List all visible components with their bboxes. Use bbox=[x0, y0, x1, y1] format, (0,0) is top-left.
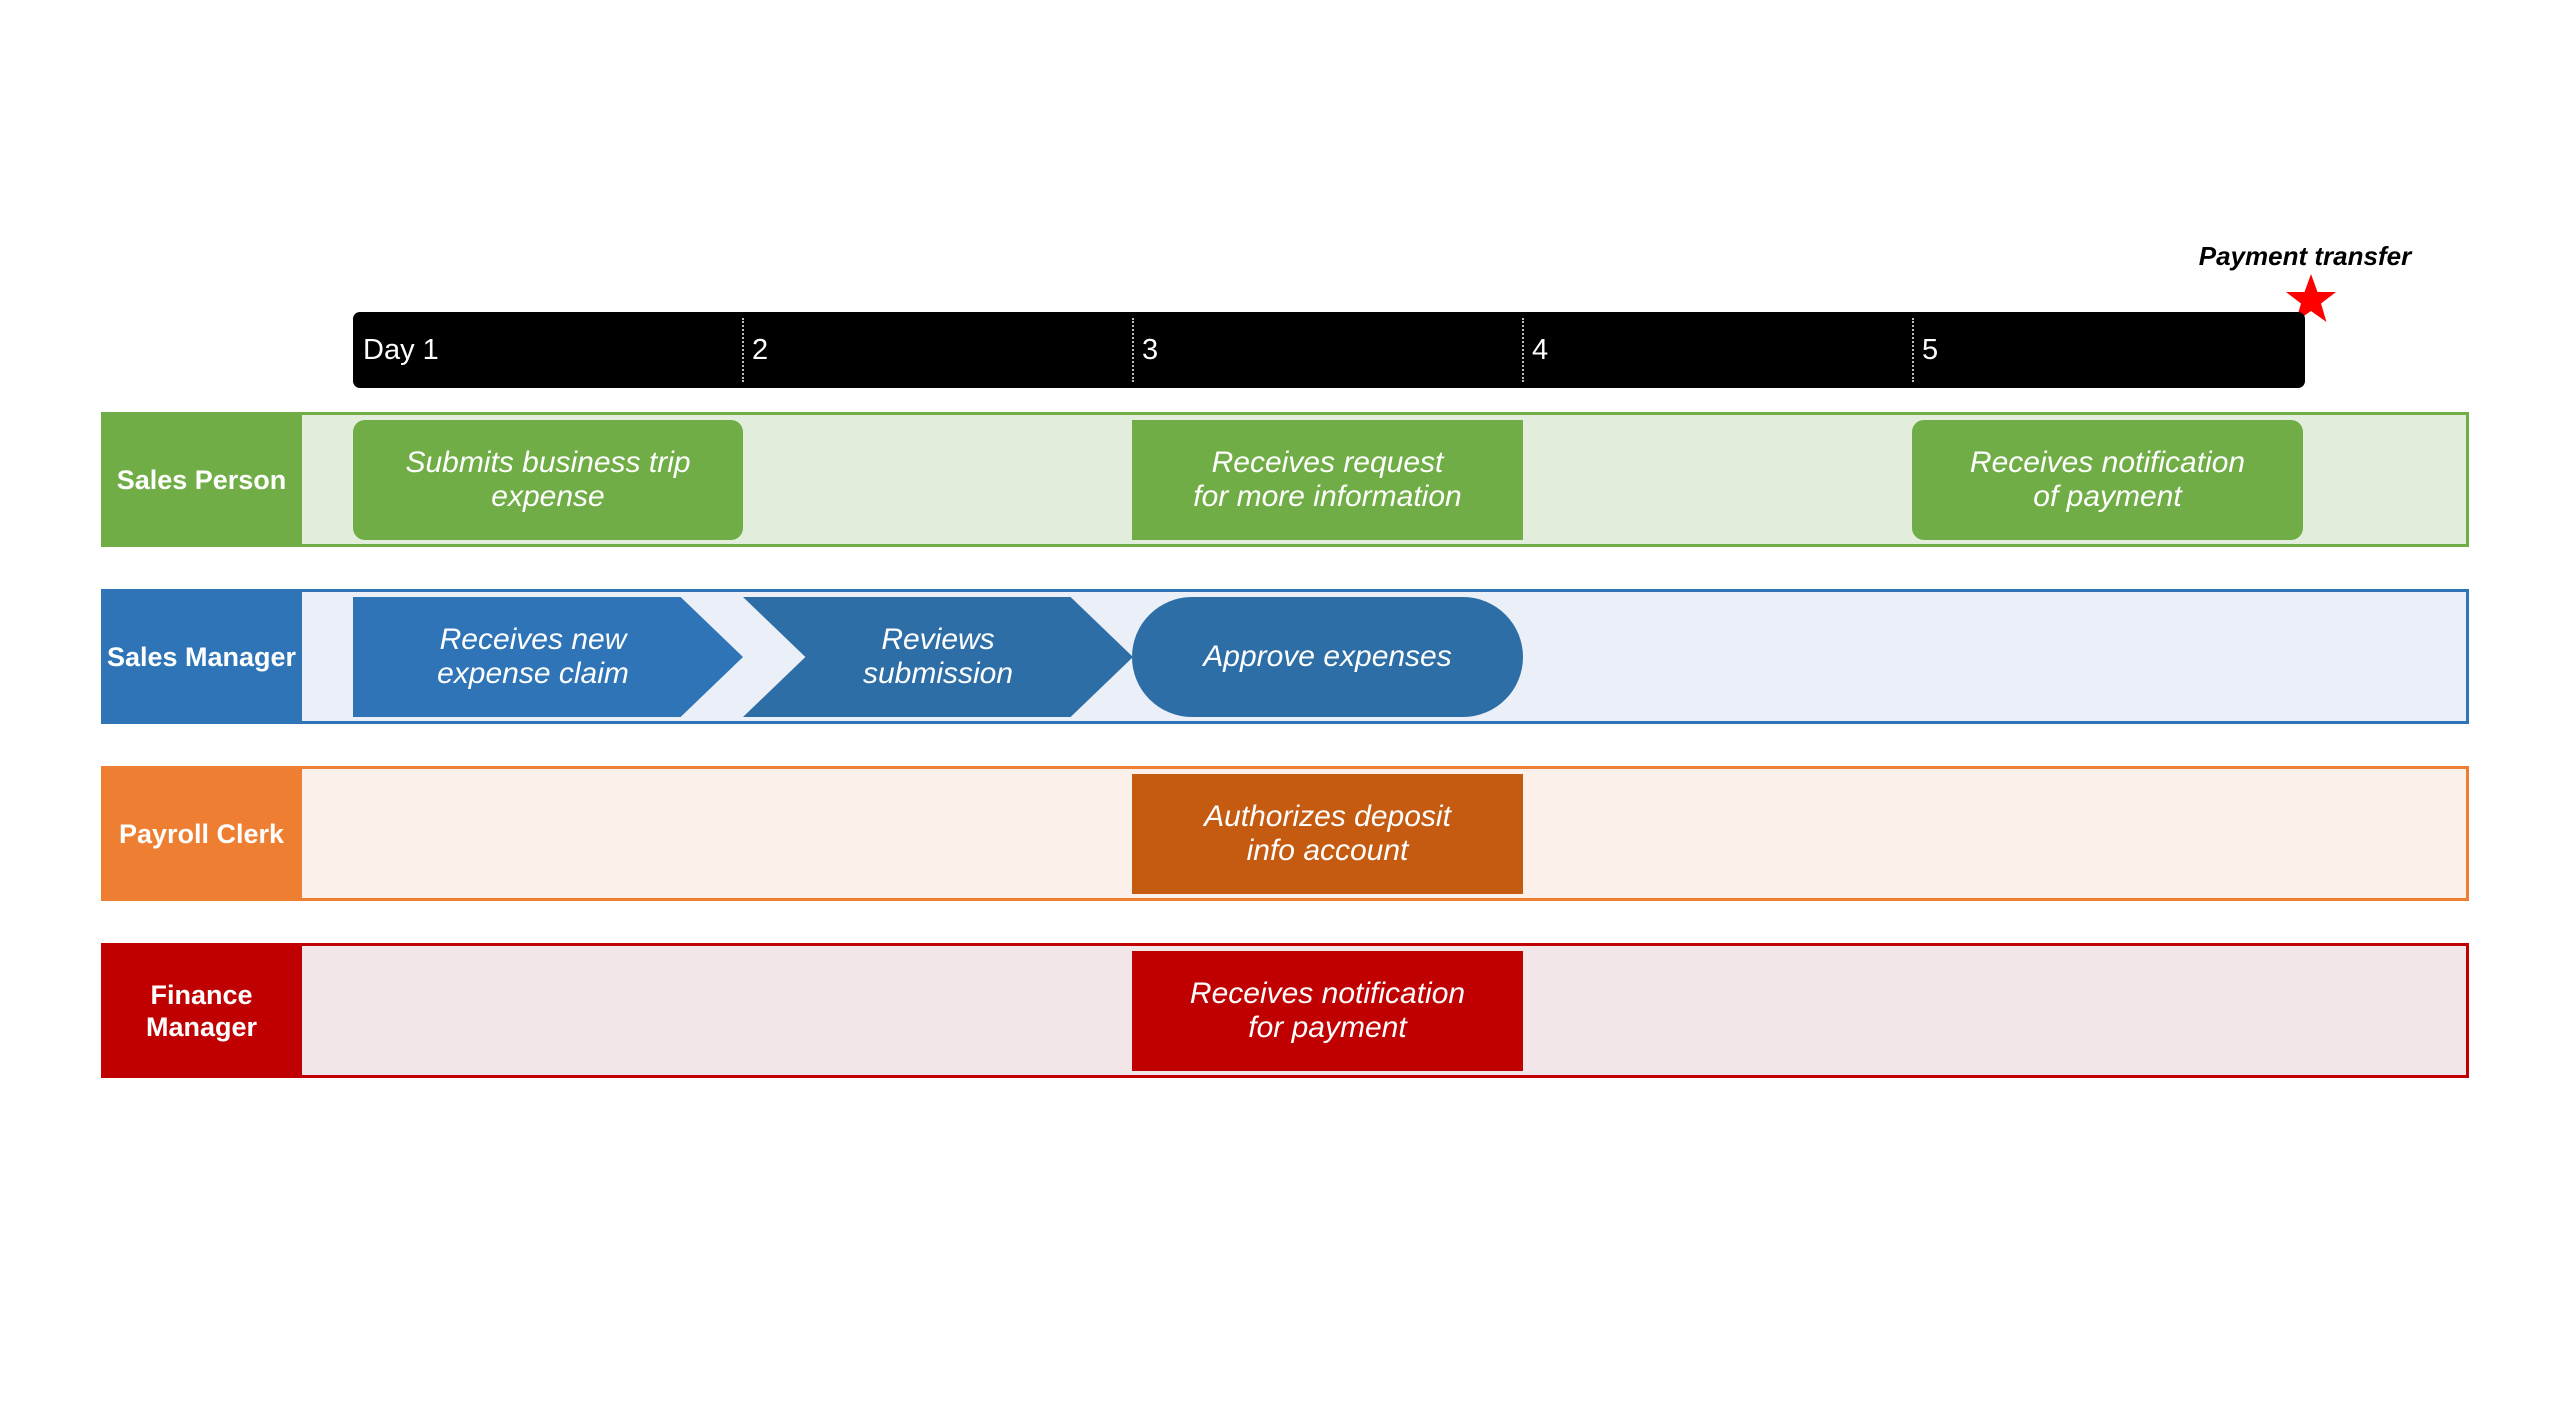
timeline-tick-day4: 4 bbox=[1532, 334, 1549, 366]
task-reviews-submission: Reviews submission bbox=[743, 597, 1133, 717]
timeline-divider bbox=[742, 318, 744, 382]
lane-header: Payroll Clerk bbox=[101, 766, 302, 901]
lane-header: Sales Manager bbox=[101, 589, 302, 724]
milestone-label: Payment transfer bbox=[2198, 241, 2412, 271]
timeline-divider bbox=[1522, 318, 1524, 382]
task-receives-payment-notification: Receives notification of payment bbox=[1912, 420, 2303, 540]
task-submits-expense: Submits business trip expense bbox=[353, 420, 743, 540]
timeline-tick-day2: 2 bbox=[752, 334, 769, 366]
task-authorizes-deposit: Authorizes deposit info account bbox=[1132, 774, 1523, 894]
lane-header: Finance Manager bbox=[101, 943, 302, 1078]
timeline-tick-day1: Day 1 bbox=[363, 334, 439, 366]
timeline-bar bbox=[353, 312, 2305, 388]
task-approve-expenses: Approve expenses bbox=[1132, 597, 1523, 717]
star-icon bbox=[2286, 274, 2336, 322]
timeline-divider bbox=[1132, 318, 1134, 382]
task-receives-claim: Receives new expense claim bbox=[353, 597, 743, 717]
task-receives-payment-request: Receives notification for payment bbox=[1132, 951, 1523, 1071]
task-receives-request: Receives request for more information bbox=[1132, 420, 1523, 540]
lane-header: Sales Person bbox=[101, 412, 302, 547]
timeline-tick-day5: 5 bbox=[1922, 334, 1939, 366]
timeline-divider bbox=[1912, 318, 1914, 382]
timeline-tick-day3: 3 bbox=[1142, 334, 1159, 366]
